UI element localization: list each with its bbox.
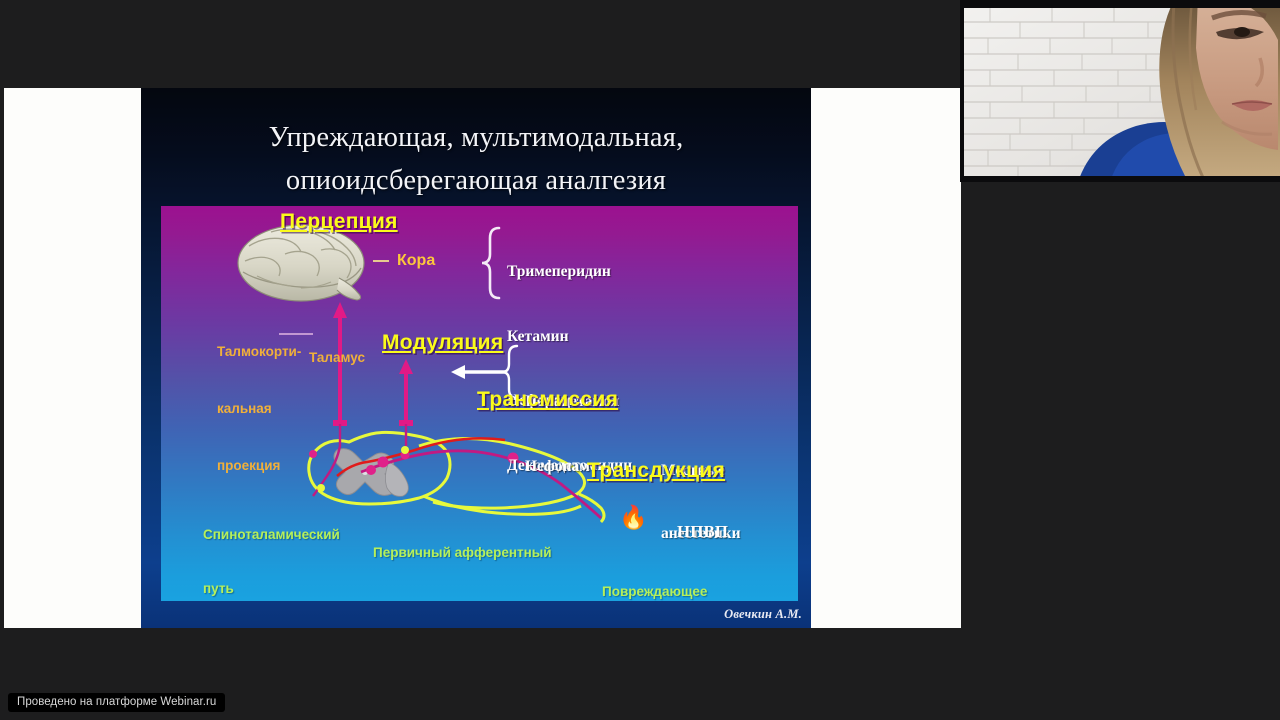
platform-watermark: Проведено на платформе Webinar.ru (8, 693, 226, 712)
label-line: Первичный афферентный (373, 545, 552, 560)
modulation-left-arrow (451, 365, 506, 379)
label-line: Повреждающее (602, 584, 708, 599)
flame-icon: 🔥 (619, 504, 648, 530)
label-line: Местные (661, 462, 725, 479)
stage-label-transmission: Трансмиссия (477, 388, 619, 411)
label-noxious-stimulus: Повреждающее воздействие (602, 547, 707, 601)
modulation-arrow (399, 359, 413, 426)
label-nsaid: НПВП (677, 522, 729, 541)
local-anesthetics-label: Местные анестетики (661, 418, 741, 586)
slide: Упреждающая, мультимодальная, опиоидсбер… (141, 88, 811, 628)
slide-title-line-2: опиоидсберегающая аналгезия (285, 165, 667, 196)
participant-figure (1078, 0, 1280, 182)
cortex-drug-bracket (481, 226, 501, 300)
label-spinothalamic-tract: Спиноталамический путь (203, 490, 340, 601)
pain-pathway-diagram: Перцепция Кора Тримеперидин Кетамин Нефо… (161, 206, 798, 601)
participant-video-frame (960, 0, 1280, 182)
label-cortex: Кора (397, 252, 436, 269)
label-line: проекция (217, 458, 281, 473)
slide-title-line-1: Упреждающая, мультимодальная, (268, 122, 684, 153)
slide-title: Упреждающая, мультимодальная, опиоидсбер… (141, 116, 811, 202)
stage-label-modulation: Модуляция (382, 331, 504, 354)
drug-item: Нефопам (507, 392, 572, 409)
modulation-drug-list: Парацетамол Нефопам (525, 348, 619, 520)
label-thalamus: Таламус (309, 350, 365, 365)
presentation-stage: Упреждающая, мультимодальная, опиоидсбер… (4, 88, 961, 628)
drug-item: Парацетамол (525, 393, 620, 410)
cortex-drug-list: Тримеперидин Кетамин Нефопам Дексмедетом… (507, 218, 632, 519)
label-primary-afferent-receptor: Первичный афферентный рецептор (373, 508, 552, 601)
label-line: Талмокорти- (217, 344, 302, 359)
participant-video-tile[interactable] (960, 0, 1280, 182)
stage-label-perception: Перцепция (280, 210, 398, 233)
label-line: путь (203, 581, 234, 596)
drug-item: Тримеперидин (507, 263, 611, 280)
drug-item: Нефопам (525, 457, 590, 475)
nerve-pathways (309, 424, 602, 520)
label-thalamocortical-projection: Талмокорти- кальная проекция (217, 304, 301, 513)
brain-illustration (237, 224, 365, 302)
label-line: анестетики (661, 525, 741, 542)
drug-item: Кетамин (507, 327, 569, 345)
drug-item: Дексмедетомидин (507, 456, 633, 474)
label-line: рецептор (373, 598, 552, 601)
slide-attribution: Овечкин А.М. (724, 607, 802, 621)
label-line: кальная (217, 401, 272, 416)
thalamocortical-arrow (333, 302, 347, 426)
stage-label-transduction: Трансдукция (587, 459, 726, 482)
label-line: Спиноталамический (203, 527, 340, 542)
diagram-artwork (237, 224, 606, 524)
